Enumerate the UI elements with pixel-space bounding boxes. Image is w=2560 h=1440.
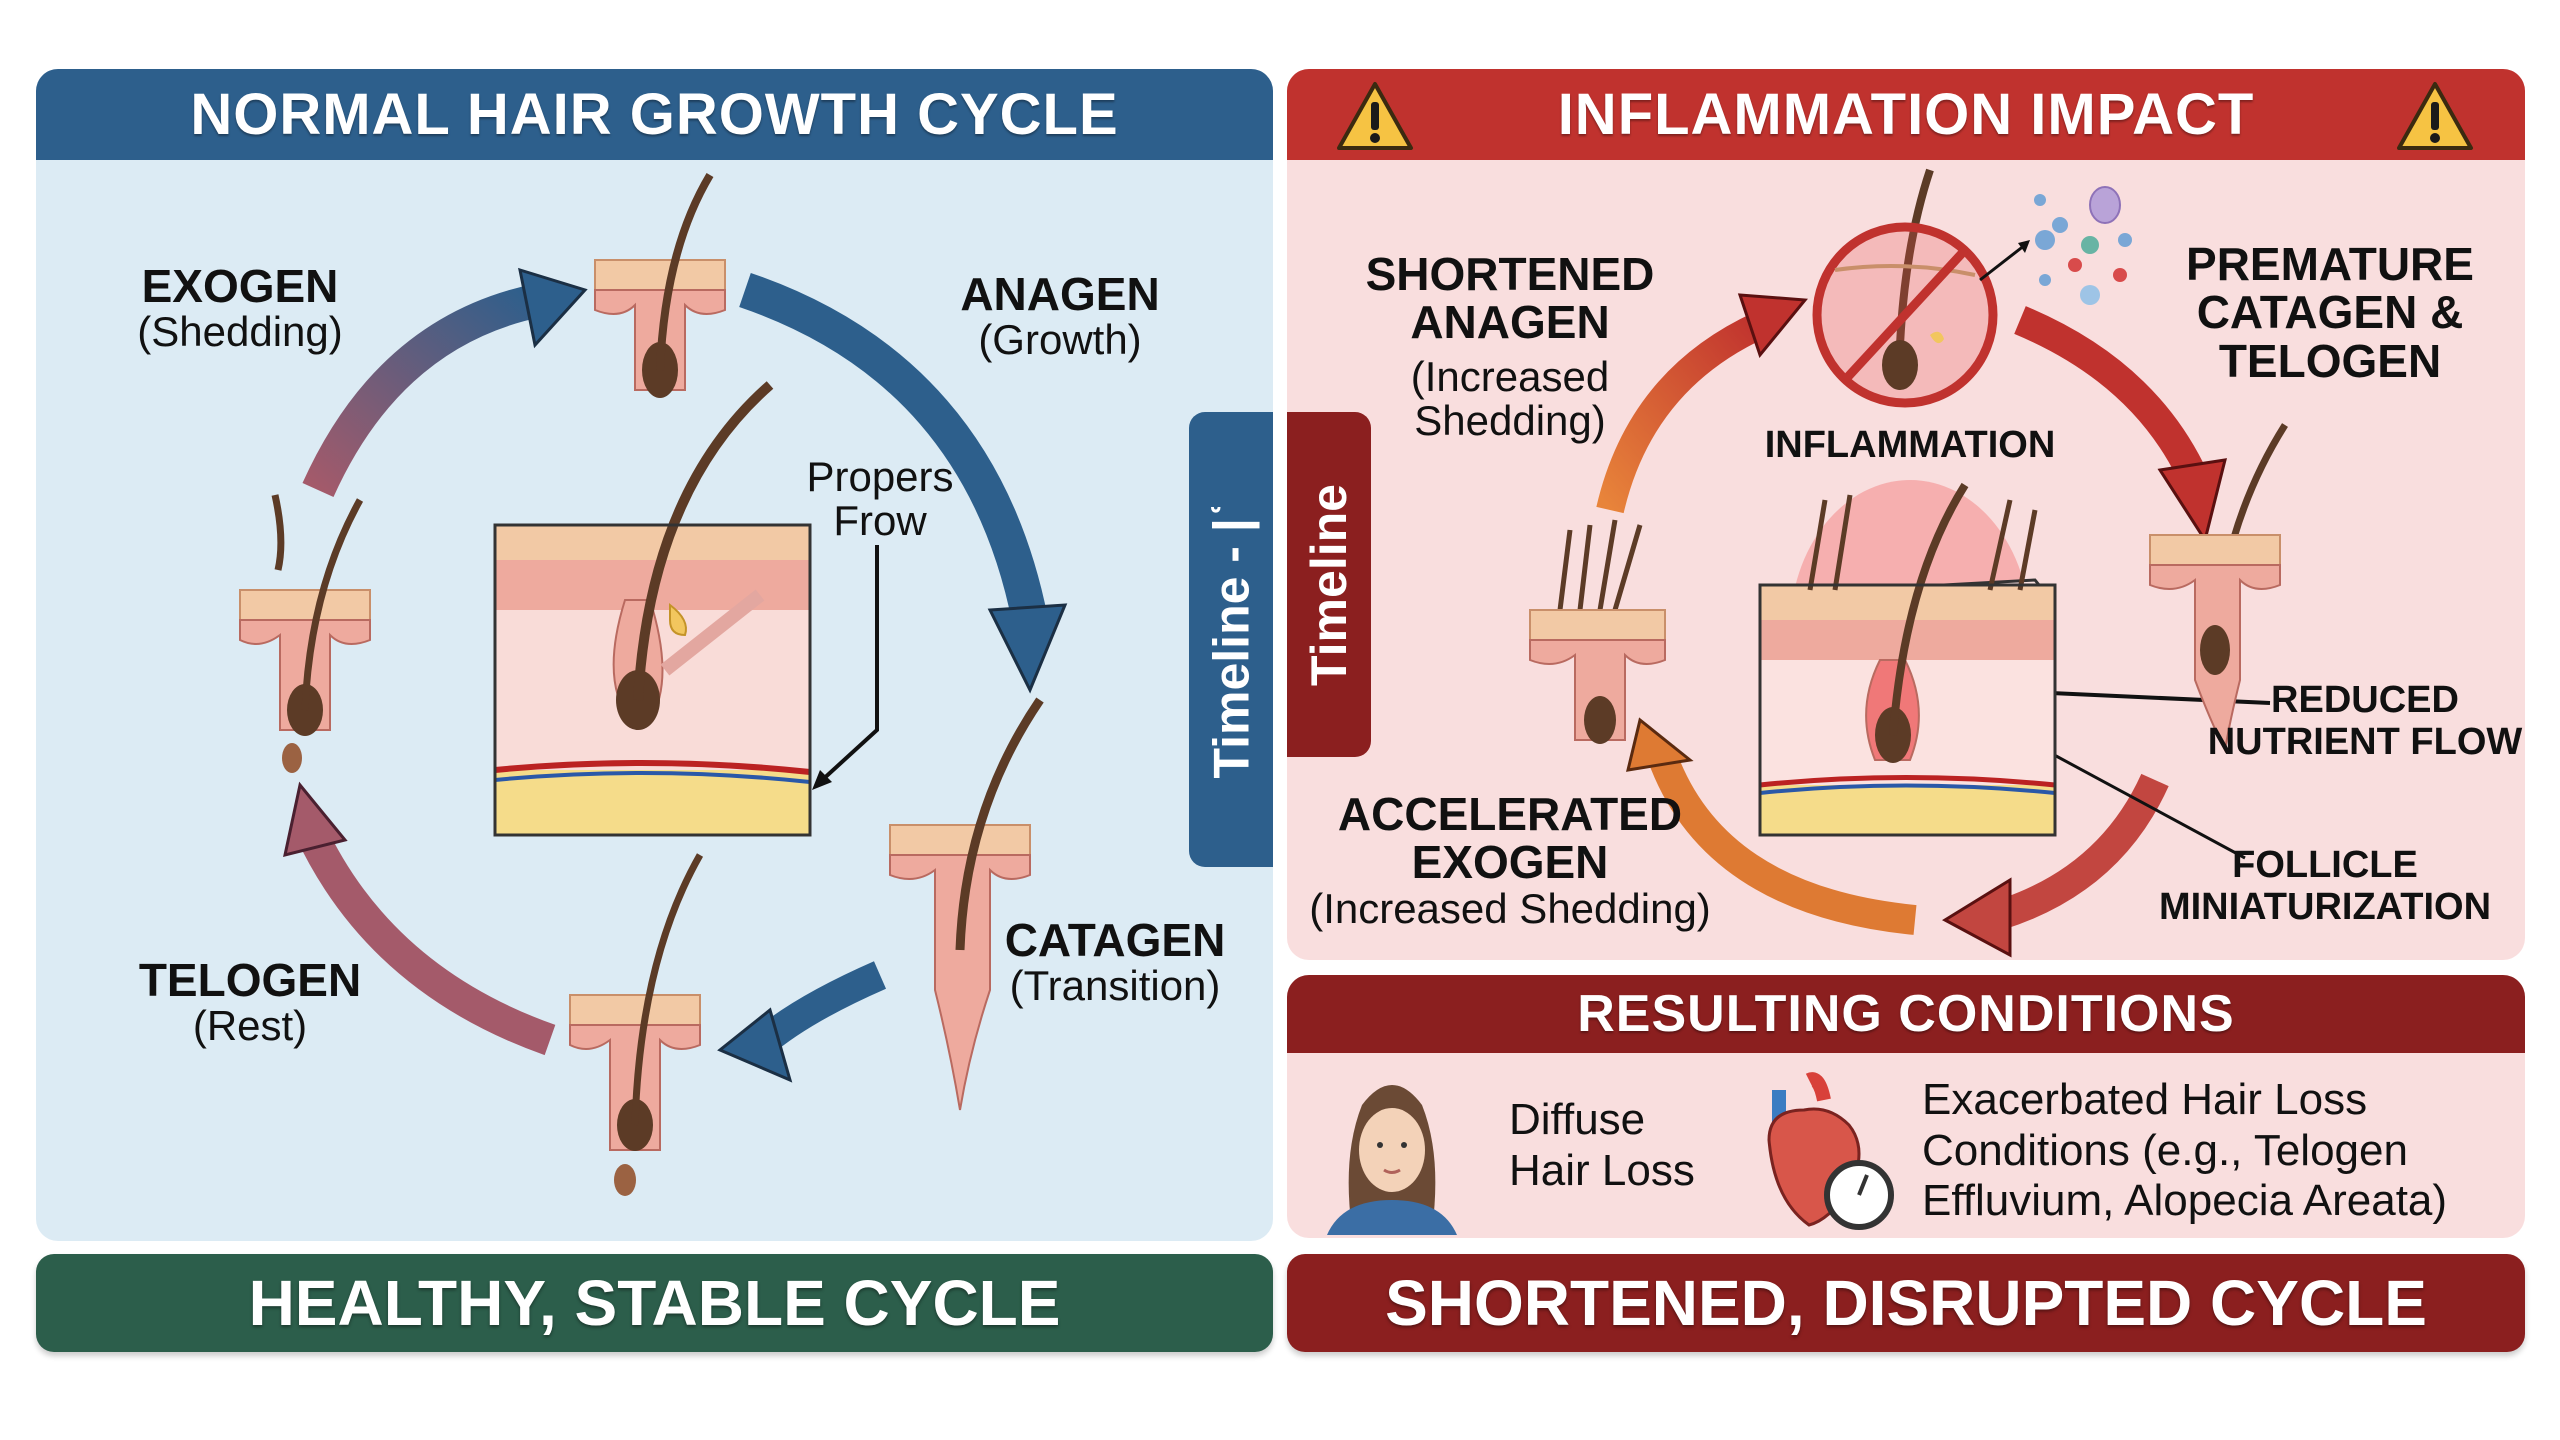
resulting-conditions-header: RESULTING CONDITIONS — [1287, 975, 2525, 1053]
follicle-shortened-small — [1529, 519, 1666, 744]
follicle-miniaturization-label: FOLLICLE MINIATURIZATION — [2158, 844, 2492, 928]
condition-exacerbated-hair-loss: Exacerbated Hair Loss Conditions (e.g., … — [1922, 1075, 2448, 1226]
woman-hair-loss-icon — [1327, 1085, 1457, 1235]
normal-cycle-header: NORMAL HAIR GROWTH CYCLE — [36, 69, 1273, 160]
follicle-anagen-small — [594, 172, 726, 398]
condition-diffuse-hair-loss: Diffuse Hair Loss — [1509, 1095, 1695, 1195]
arrow-shortened-anagen — [1596, 312, 1766, 514]
arrowhead-telogen-to-exogen — [283, 781, 348, 858]
timeline-tab-normal[interactable]: Timeline - |ʿ — [1189, 412, 1273, 867]
phase-exogen-label: EXOGEN (Shedding) — [137, 260, 343, 356]
immune-cells-icon — [1979, 186, 2132, 305]
follicle-exogen-small — [239, 494, 371, 773]
arrow-accelerated-exogen — [1645, 745, 1917, 935]
arrowhead-miniaturization — [1941, 877, 2012, 958]
arrow-telogen-to-exogen — [295, 823, 556, 1056]
arrow-premature-catagen — [2014, 306, 2204, 477]
arrowhead-anagen-to-catagen — [987, 603, 1068, 694]
warning-icon — [2397, 82, 2473, 150]
inflammation-label: INFLAMMATION — [1764, 424, 2056, 466]
disrupted-cycle-banner: SHORTENED, DISRUPTED CYCLE — [1287, 1254, 2525, 1352]
follicle-telogen-small — [569, 853, 704, 1196]
arrowhead-accelerated-exogen — [1626, 717, 1694, 772]
timeline-tab-inflammation[interactable]: Timeline — [1287, 412, 1371, 757]
normal-cycle-title: NORMAL HAIR GROWTH CYCLE — [190, 82, 1119, 147]
phase-catagen-label: CATAGEN (Transition) — [1004, 914, 1226, 1010]
phase-shortened-anagen-label: SHORTENED ANAGEN (Increased Shedding) — [1365, 248, 1655, 444]
inflammation-header: INFLAMMATION IMPACT — [1287, 69, 2525, 160]
arrowhead-shortened-anagen — [1737, 293, 1808, 359]
arrowhead-premature-catagen — [2157, 458, 2228, 544]
follicle-premature-small — [2149, 423, 2288, 754]
healthy-cycle-banner: HEALTHY, STABLE CYCLE — [36, 1254, 1273, 1352]
inflammation-no-icon — [1812, 168, 1998, 408]
phase-telogen-label: TELOGEN (Rest) — [138, 954, 362, 1050]
pointer-follicle-miniaturization — [2044, 748, 2246, 860]
warning-icon — [1337, 82, 1413, 150]
follicle-catagen-small — [889, 697, 1044, 1111]
heart-gauge-icon — [1767, 1072, 1894, 1230]
inflammation-title: INFLAMMATION IMPACT — [1557, 82, 2255, 147]
phase-anagen-label: ANAGEN (Growth) — [960, 268, 1160, 364]
skin-cross-section-normal — [493, 381, 812, 837]
resulting-conditions-panel: RESULTING CONDITIONS Diffuse Hair Loss E… — [1287, 975, 2525, 1238]
skin-cross-section-inflamed — [1758, 480, 2057, 837]
reduced-nutrient-flow-label: REDUCED NUTRIENT FLOW — [2207, 679, 2523, 763]
arrowhead-exogen-to-anagen — [518, 267, 588, 349]
annotation-proper-flow: Propers Frow — [806, 453, 954, 545]
arrow-exogen-to-anagen — [302, 283, 544, 497]
arrowhead-catagen-to-telogen — [717, 1007, 793, 1083]
arrow-anagen-to-catagen — [739, 272, 1048, 624]
phase-accelerated-exogen-label: ACCELERATED EXOGEN (Increased Shedding) — [1309, 788, 1711, 932]
phase-premature-label: PREMATURE CATAGEN & TELOGEN — [2186, 238, 2474, 387]
